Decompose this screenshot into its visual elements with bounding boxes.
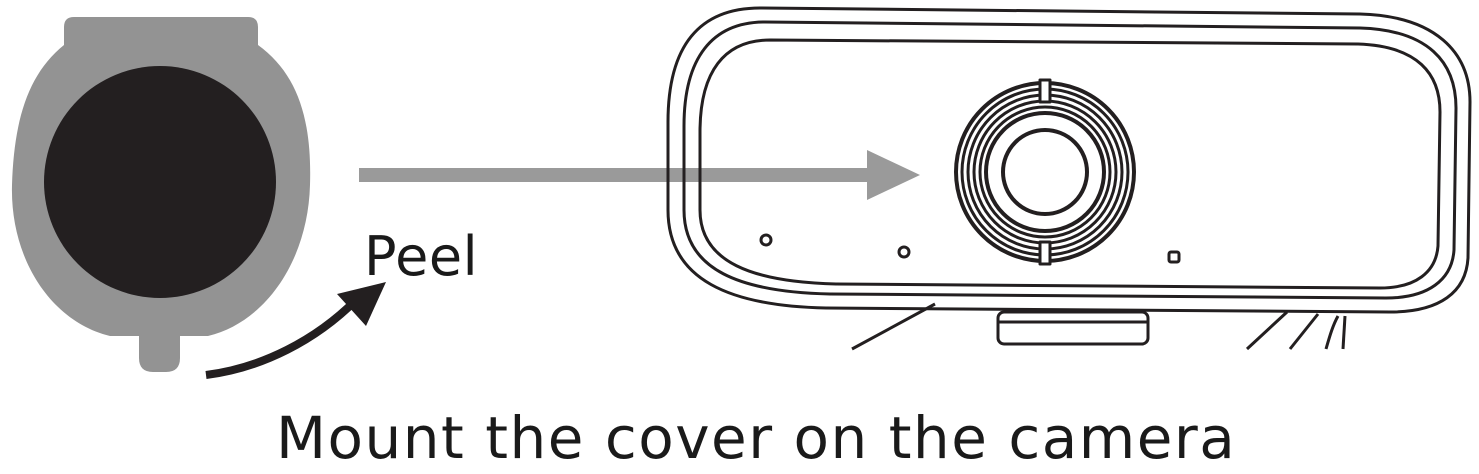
webcam-stand [851,302,1347,351]
instruction-caption: Mount the cover on the camera [276,404,1237,472]
webcam-body [666,6,1472,314]
webcam-front-face [682,20,1458,300]
webcam-front-bevel [698,38,1442,290]
peel-label: Peel [364,225,479,288]
privacy-cover-icon [11,17,311,372]
webcam-lens [954,78,1136,266]
webcam-icon [666,6,1472,351]
microphone-right-icon [897,245,911,259]
right-arrow-icon [359,150,920,200]
cover-disc [44,66,276,298]
curved-arrow-icon [205,282,386,379]
microphone-left-icon [759,233,773,247]
status-light-icon [1167,250,1181,264]
